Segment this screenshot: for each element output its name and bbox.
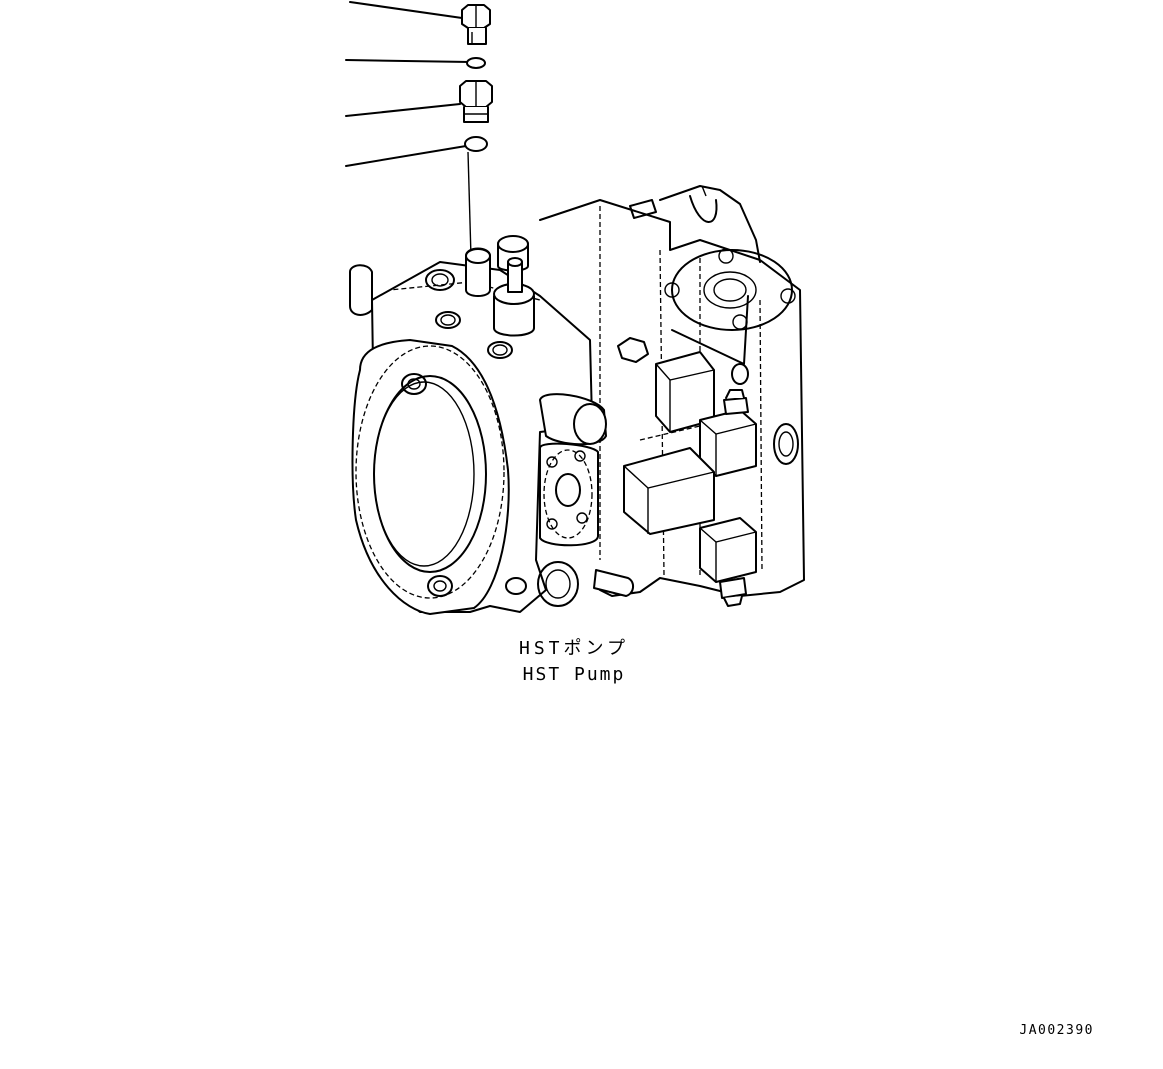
rear-housing-outline: [539, 199, 805, 597]
side-port-flange: [539, 442, 599, 547]
o-ring-upper: [466, 57, 486, 69]
caption-english: HST Pump: [523, 664, 626, 685]
caption-japanese: HSTポンプ: [519, 638, 629, 659]
leader-line-plug: [349, 1, 463, 19]
hst-pump-body: [349, 185, 805, 615]
lower-port: [505, 561, 634, 607]
rear-side-port: [773, 423, 799, 465]
top-ports: [425, 269, 513, 359]
adapter-part: [459, 80, 493, 123]
mounting-flange: [351, 339, 510, 615]
callout-leaders: [345, 1, 471, 167]
side-port-boss: [539, 393, 607, 446]
control-cover: [664, 248, 796, 365]
solenoid-valve-lower: [699, 517, 757, 607]
solenoid-valve-middle: [699, 389, 757, 477]
leader-line-o-ring-lower: [345, 145, 467, 167]
leader-line-o-ring-upper: [345, 59, 471, 63]
solenoid-valve-upper: [655, 351, 749, 433]
drawing-code: JA002390: [1019, 1023, 1094, 1038]
manifold-block: [623, 425, 715, 535]
lifting-bracket: [659, 185, 761, 263]
plug-part: [461, 4, 491, 45]
top-bosses: [465, 235, 535, 337]
leader-line-adapter: [345, 103, 461, 117]
hex-plug: [617, 337, 649, 363]
o-ring-lower: [464, 136, 488, 152]
